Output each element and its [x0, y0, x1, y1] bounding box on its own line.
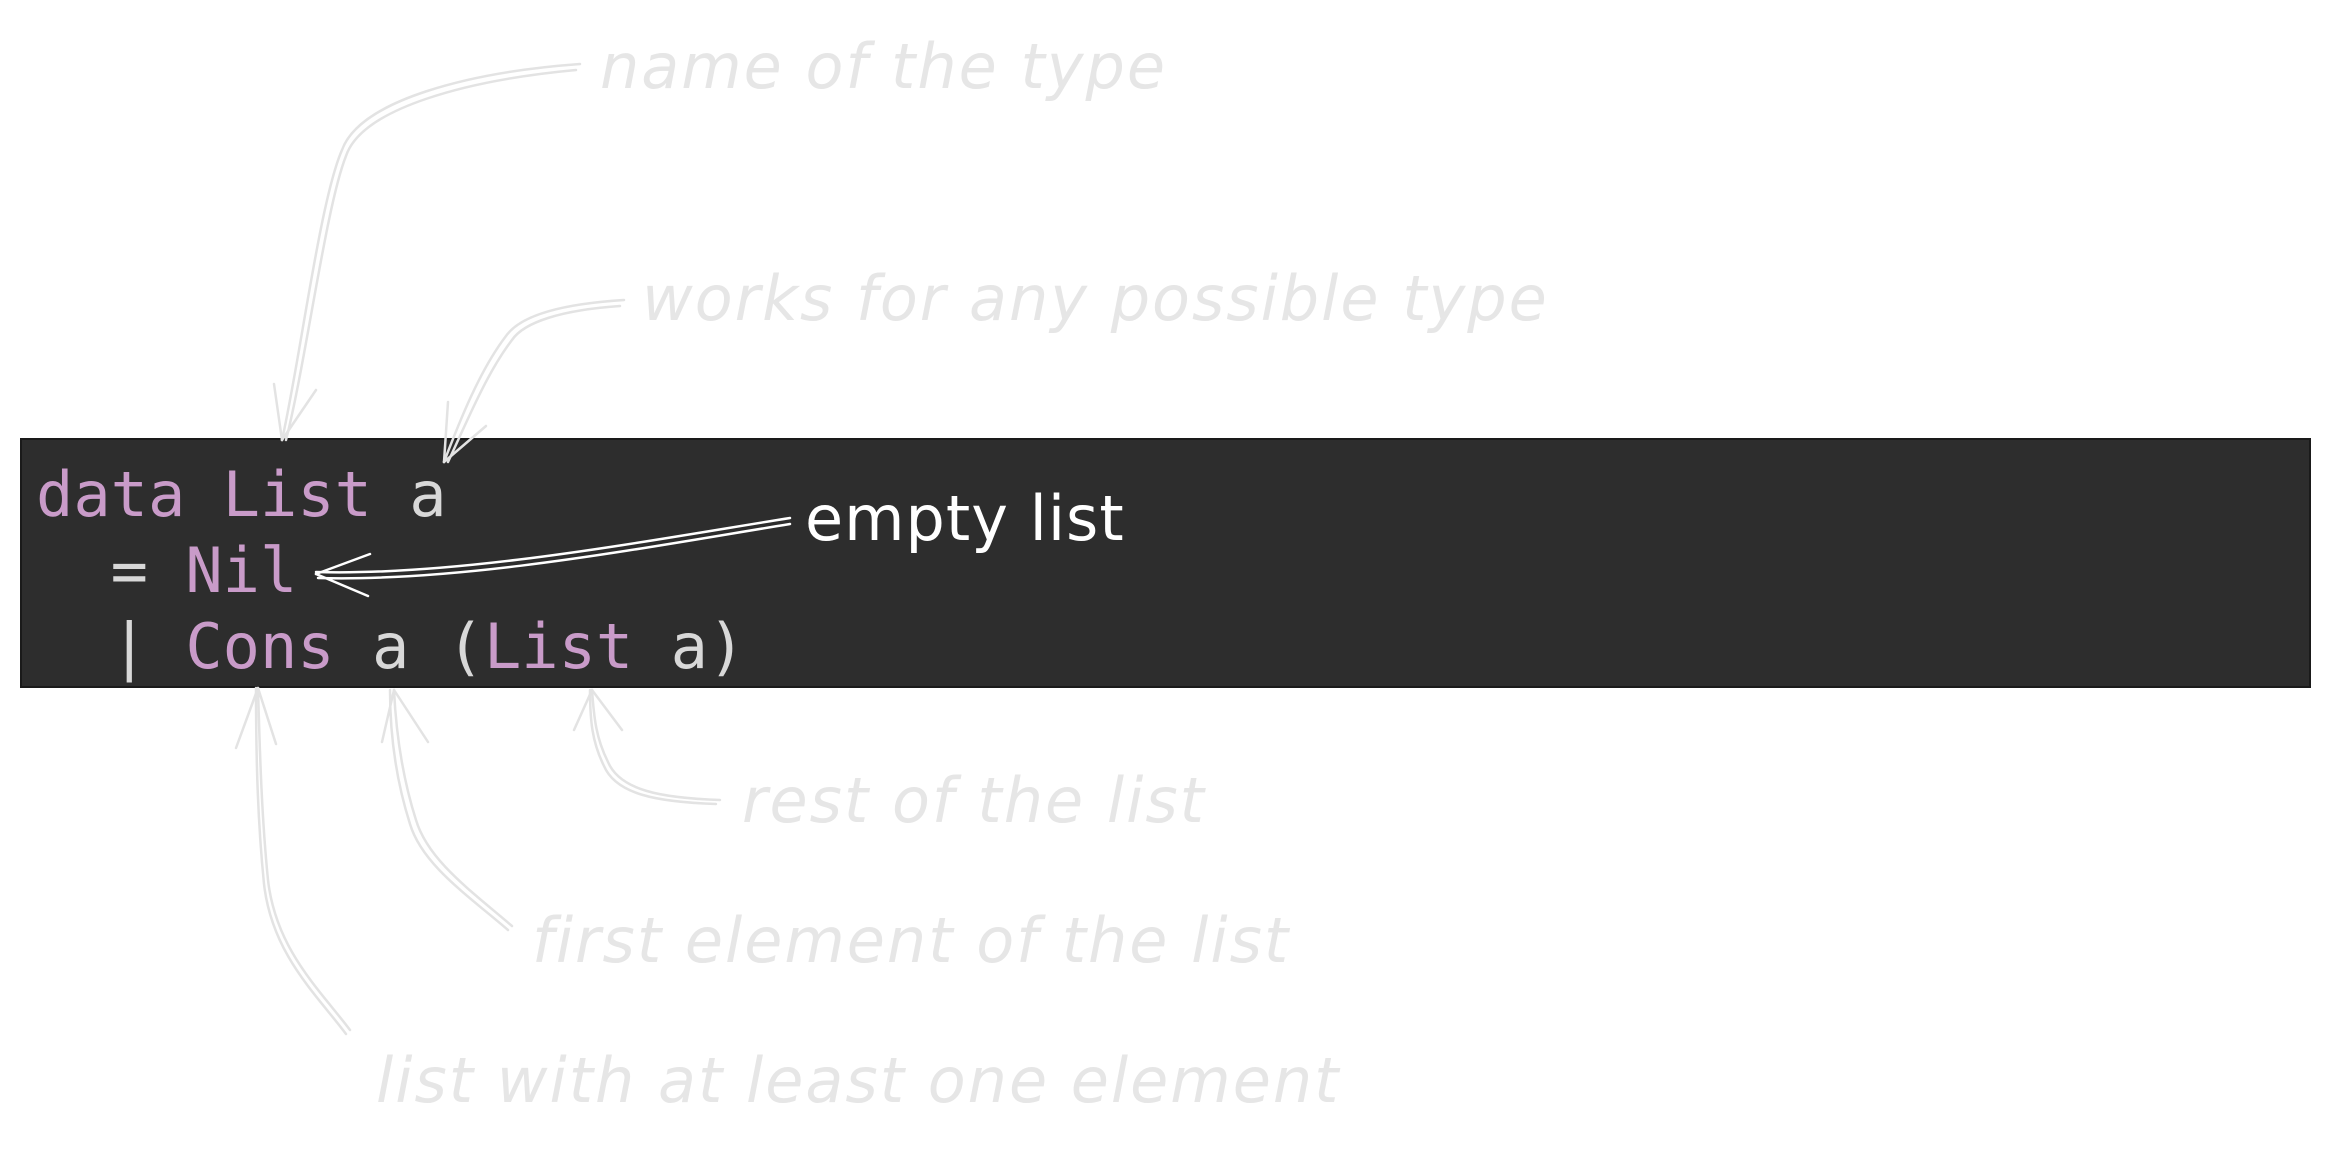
annotation-empty-list: empty list — [805, 482, 1125, 555]
annotation-non-empty-list: list with at least one element — [376, 1044, 1341, 1117]
annotation-type-variable: works for any possible type — [642, 262, 1549, 335]
arrow-type-name — [272, 62, 582, 442]
arrow-non-empty-list — [234, 686, 352, 1036]
constructor-cons: Cons — [185, 610, 335, 683]
code-line-3: | Cons a (List a) — [36, 610, 746, 683]
pipe-operator: | — [110, 610, 148, 683]
type-variable-a: a — [409, 458, 447, 531]
nested-type-list: List — [483, 610, 634, 683]
arrow-rest-of-list — [572, 688, 722, 806]
annotation-first-element: first element of the list — [532, 904, 1291, 977]
annotation-rest-of-list: rest of the list — [742, 764, 1206, 837]
field-var-a: a — [371, 610, 410, 683]
annotation-type-name: name of the type — [600, 30, 1167, 103]
constructor-nil: Nil — [185, 534, 298, 607]
equals-operator: = — [110, 534, 148, 607]
open-paren: ( — [446, 610, 484, 683]
keyword-data: data — [36, 458, 186, 531]
type-name-list: List — [222, 458, 372, 531]
arrow-first-element — [380, 688, 514, 932]
close-paren: ) — [707, 610, 746, 683]
code-line-1: data List a — [36, 460, 447, 530]
nested-var-a: a — [670, 610, 708, 683]
code-line-2: = Nil — [36, 534, 298, 607]
code-block: data List a = Nil | Cons a (List a) — [20, 438, 2311, 688]
